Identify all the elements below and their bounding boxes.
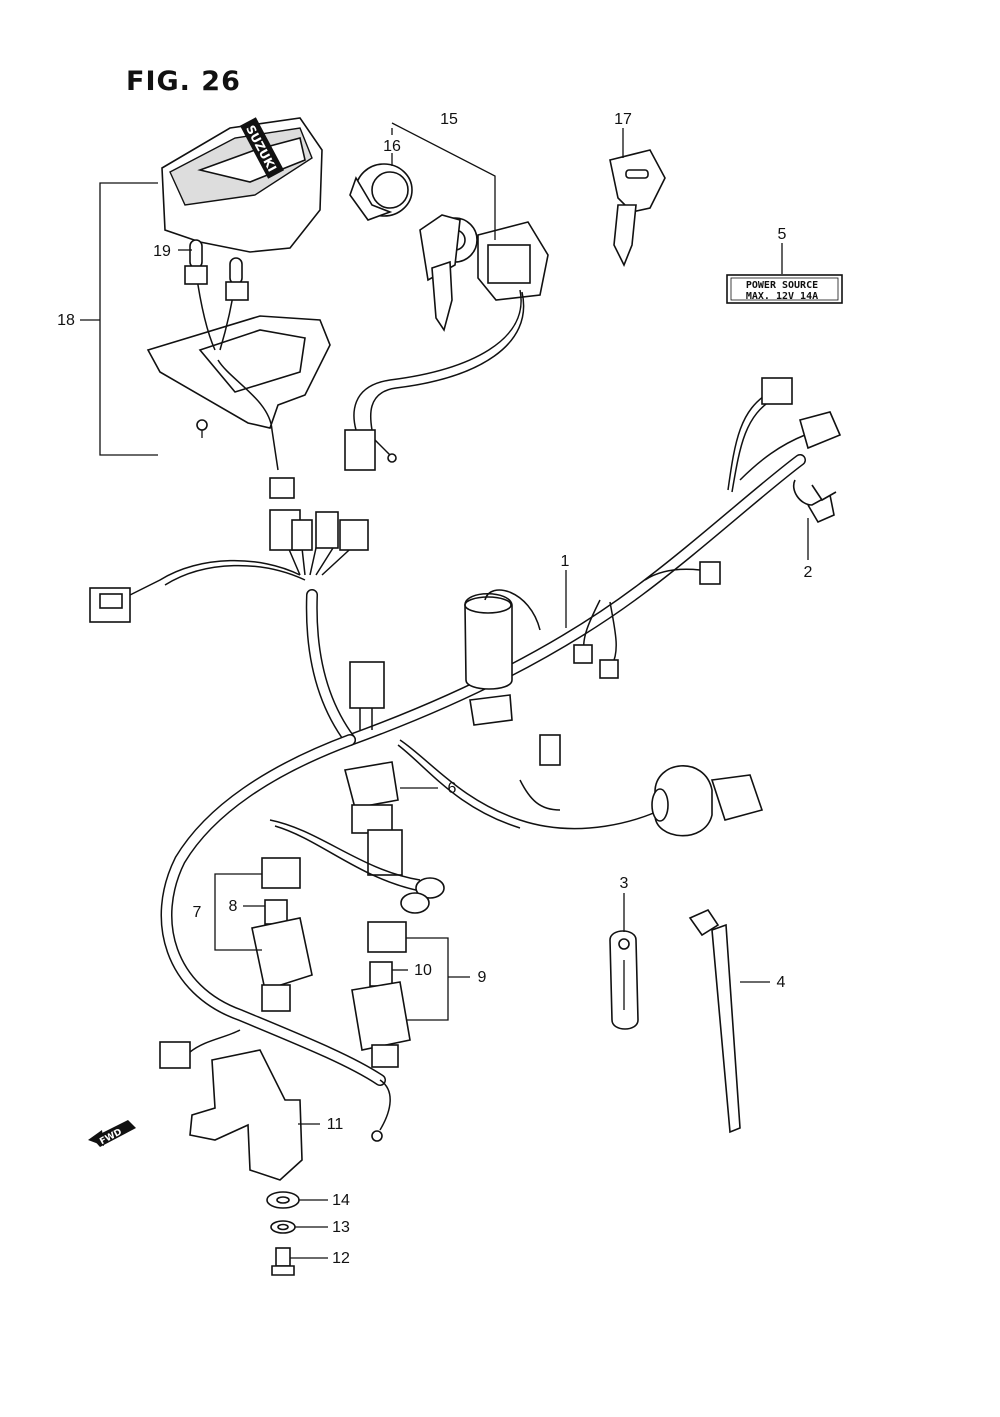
callout-12: 12	[332, 1250, 350, 1267]
lock-washer-13	[270, 1220, 296, 1234]
indicator-cover: SUZUKI	[161, 117, 323, 253]
label-plate-line1: POWER SOURCE	[746, 280, 818, 291]
callout-8: 8	[229, 898, 238, 915]
callout-18: 18	[57, 312, 75, 329]
callout-17: 17	[614, 111, 632, 128]
callout-3: 3	[620, 875, 629, 892]
callout-14: 14	[332, 1192, 350, 1209]
callout-6: 6	[448, 780, 457, 797]
indicator-base	[146, 271, 331, 499]
wiring-harness	[89, 377, 842, 1086]
callout-2: 2	[804, 564, 813, 581]
callout-16: 16	[383, 138, 401, 155]
key-17	[609, 149, 666, 267]
callout-13: 13	[332, 1219, 350, 1236]
callouts: 1 2 3 4 5 6 7 8 9 10 11 12 13 14 15 16 1…	[57, 111, 812, 1267]
clamp-2	[793, 479, 837, 524]
callout-1: 1	[561, 553, 570, 570]
switch-cap	[349, 163, 413, 221]
label-plate-line2: MAX. 12V 14A	[746, 291, 818, 302]
washer-14	[266, 1191, 300, 1209]
bulb-19	[184, 239, 249, 301]
callout-19: 19	[153, 243, 171, 260]
figure-title: FIG. 26	[126, 66, 241, 97]
label-plate: POWER SOURCE MAX. 12V 14A	[726, 274, 843, 304]
cable-tie-4	[688, 908, 741, 1134]
clamp-3	[609, 930, 639, 1030]
relay-6	[269, 761, 445, 914]
fwd-arrow: FWD	[88, 1120, 136, 1147]
callout-10: 10	[414, 962, 432, 979]
callout-4: 4	[777, 974, 786, 991]
callout-15: 15	[440, 111, 458, 128]
fuse-holder-a	[251, 857, 313, 1012]
callout-7: 7	[193, 904, 202, 921]
bolt-12	[271, 1247, 295, 1276]
fuse-holder-b	[351, 921, 411, 1068]
callout-11: 11	[327, 1116, 344, 1133]
leader-lines	[80, 122, 809, 1259]
callout-9: 9	[478, 969, 487, 986]
ignition-switch	[344, 214, 549, 471]
callout-5: 5	[778, 226, 787, 243]
bracket-11	[159, 1029, 391, 1181]
